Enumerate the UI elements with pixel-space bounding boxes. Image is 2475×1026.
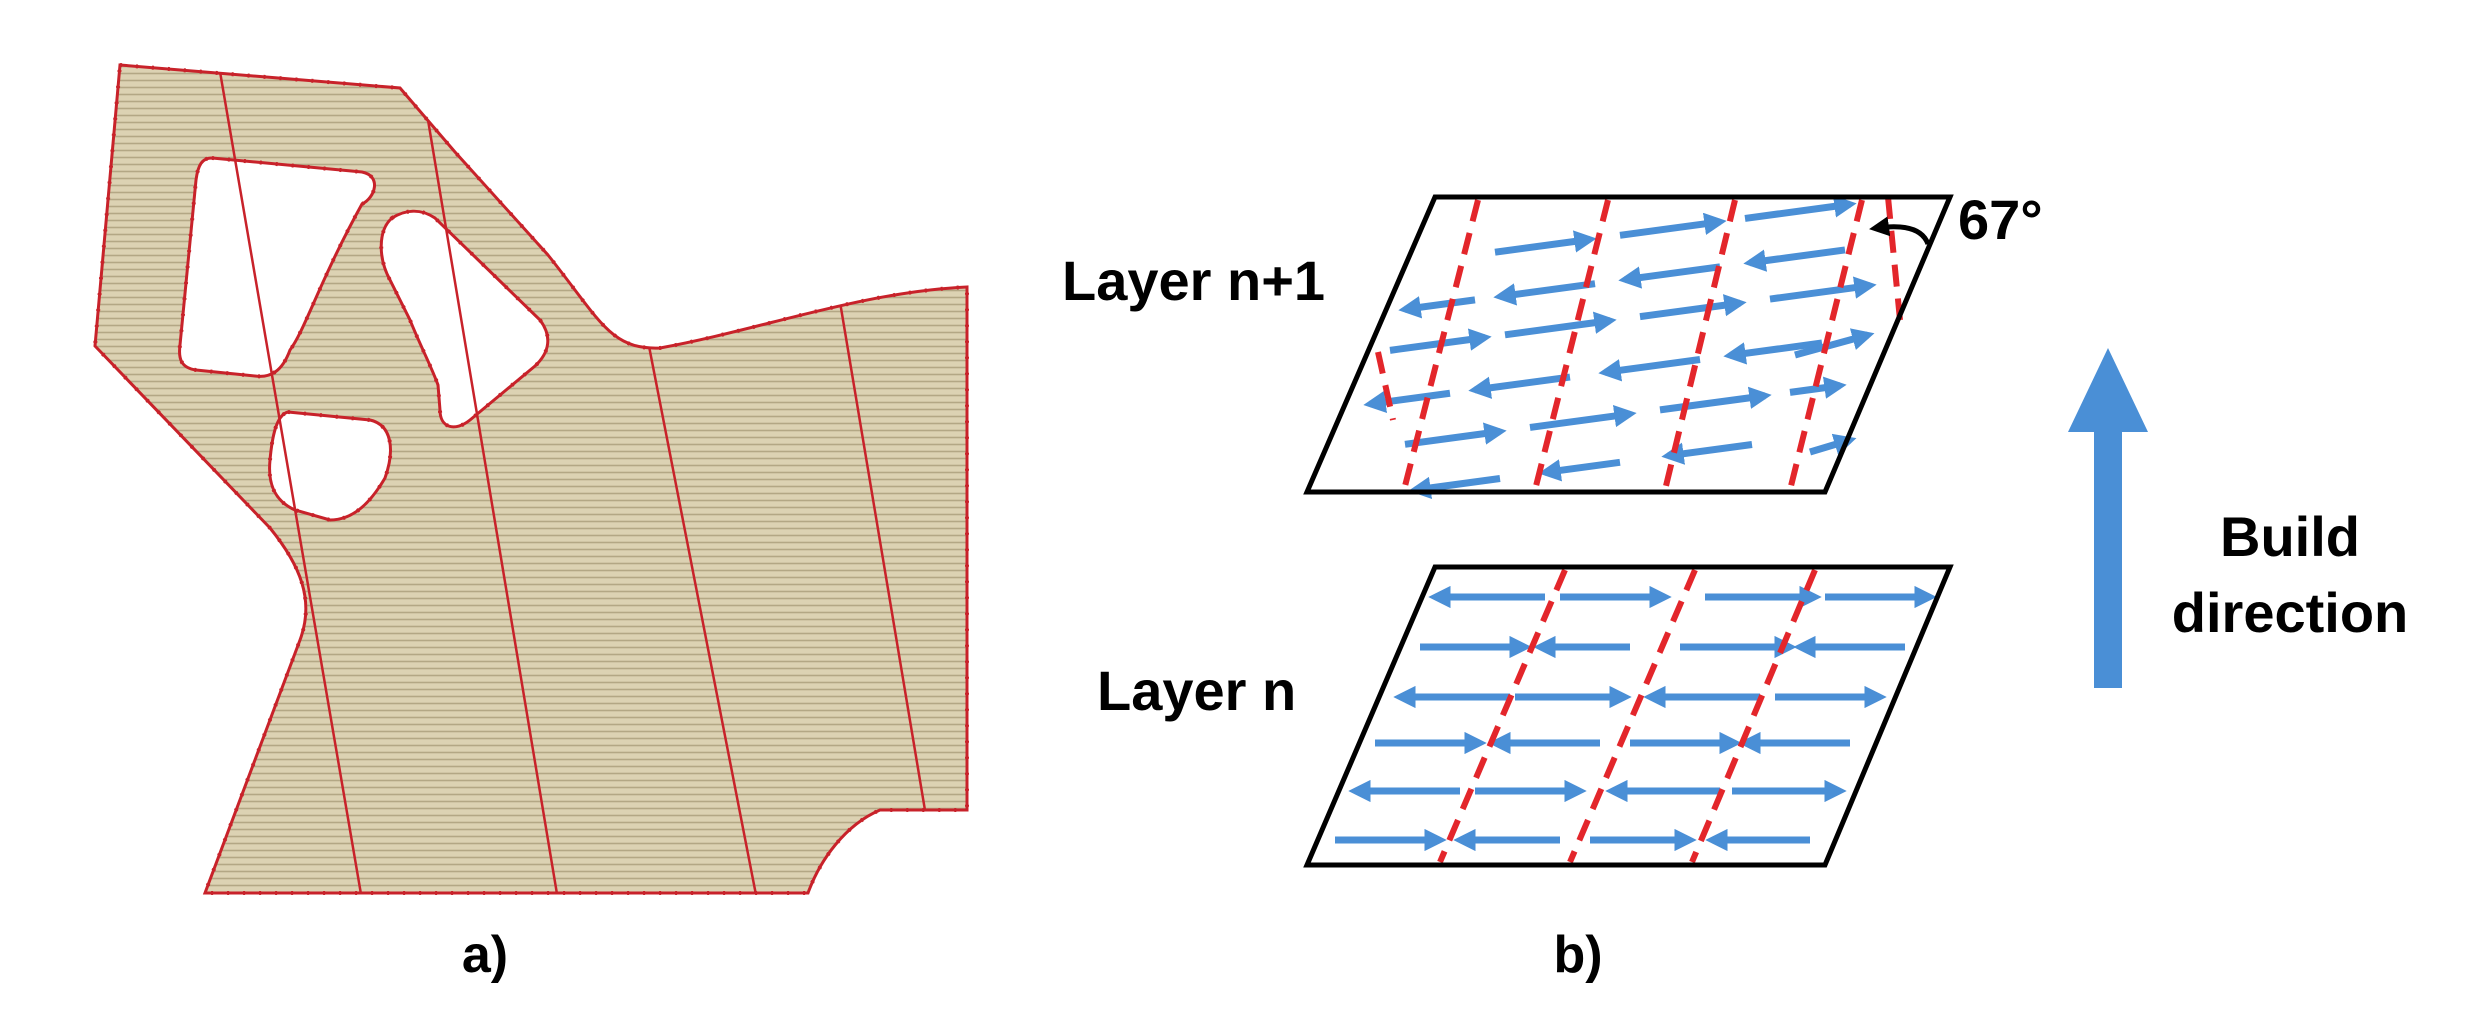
double-direction-arrow-icon	[1538, 458, 1621, 482]
double-direction-arrow-icon	[1661, 441, 1753, 465]
double-direction-arrow-icon	[1408, 475, 1501, 499]
layer-n-plus-1	[1303, 194, 1954, 499]
part-body	[93, 63, 969, 895]
double-direction-arrow-icon	[1794, 328, 1875, 359]
layer-n-outline	[1303, 564, 1954, 868]
double-direction-arrow-icon	[1398, 296, 1476, 319]
curved-arrow-icon	[1869, 216, 1931, 246]
stripe-boundary-dashed	[1375, 351, 1396, 421]
double-direction-arrow-icon	[1389, 328, 1492, 354]
stripe-boundary-dashed	[1401, 199, 1481, 491]
double-direction-arrow-icon	[1493, 280, 1596, 306]
double-direction-arrow-icon	[1529, 404, 1637, 431]
part-cross-section	[92, 62, 969, 895]
double-direction-arrow-icon	[1639, 294, 1747, 321]
stripe-lines-bottom	[1437, 568, 1818, 864]
build-direction-line2: direction	[2172, 581, 2408, 644]
stripe-boundary-dashed	[1437, 568, 1568, 864]
stripe-boundary-line	[836, 289, 942, 893]
build-direction-line1: Build	[2220, 505, 2360, 568]
scan-vectors-top	[1363, 195, 1877, 499]
double-direction-arrow-icon	[1659, 386, 1772, 414]
double-direction-arrow-icon	[1619, 212, 1727, 239]
layer-n	[1303, 564, 1954, 868]
double-direction-arrow-icon	[1598, 356, 1701, 382]
up-arrow-icon	[2068, 348, 2148, 688]
caption-b: b)	[1553, 926, 1602, 984]
angle-label: 67°	[1958, 188, 2043, 251]
layer-schematic: 67° Layer n+1 Layer n	[1062, 188, 2043, 868]
double-direction-arrow-icon	[1723, 339, 1823, 365]
double-direction-arrow-icon	[1769, 276, 1877, 303]
build-direction: Build direction	[2068, 348, 2408, 688]
stripe-boundary-line	[638, 299, 759, 893]
stripe-boundary-line	[416, 65, 560, 893]
stripe-boundary-dashed	[1662, 199, 1738, 491]
scan-vectors-bottom	[1335, 585, 1937, 852]
double-direction-arrow-icon	[1789, 376, 1847, 399]
stripe-boundary-dashed	[1885, 196, 1903, 321]
stripe-boundary-dashed	[1787, 199, 1865, 491]
stripe-boundary-dashed	[1532, 199, 1611, 491]
double-direction-arrow-icon	[1494, 230, 1597, 256]
double-direction-arrow-icon	[1744, 195, 1857, 222]
stripe-boundary-dashed	[1567, 568, 1698, 864]
double-direction-arrow-icon	[1504, 311, 1617, 339]
double-direction-arrow-icon	[1808, 433, 1857, 456]
layer-n-label: Layer n	[1097, 659, 1296, 722]
double-direction-arrow-icon	[1743, 246, 1846, 272]
double-direction-arrow-icon	[1404, 422, 1507, 448]
layer-n-plus-1-outline	[1303, 194, 1954, 495]
stripe-boundary-dashed	[1689, 568, 1818, 864]
layer-n-plus-1-label: Layer n+1	[1062, 249, 1325, 312]
caption-a: a)	[462, 926, 508, 984]
double-direction-arrow-icon	[1363, 389, 1451, 414]
double-direction-arrow-icon	[1618, 263, 1721, 289]
double-direction-arrow-icon	[1468, 373, 1571, 399]
stripe-boundary-line	[216, 65, 364, 893]
